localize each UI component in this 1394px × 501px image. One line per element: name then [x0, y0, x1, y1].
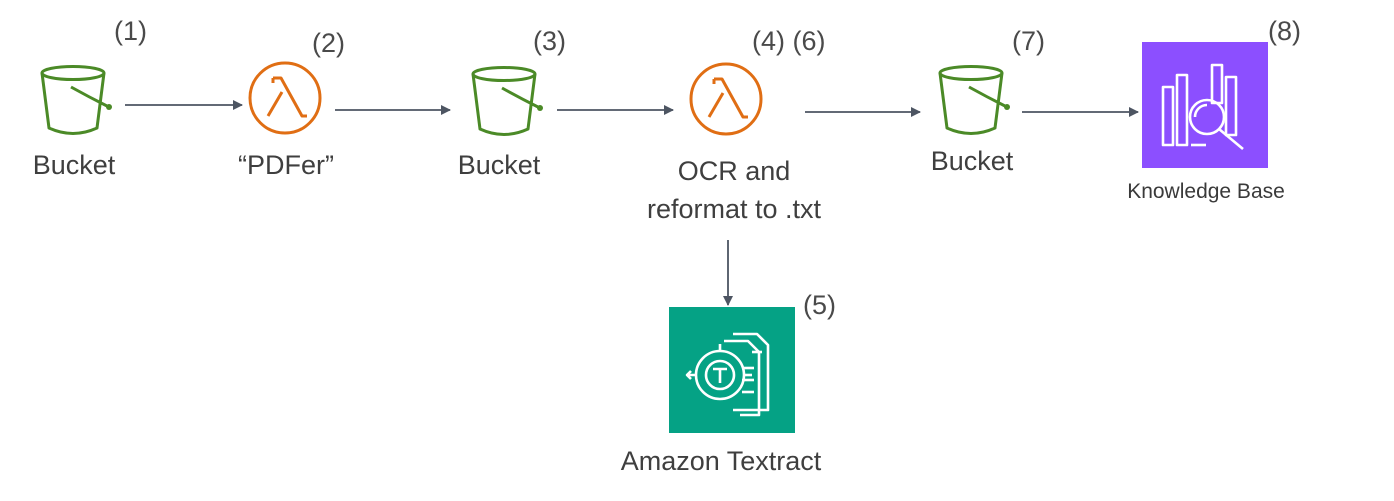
lambda-icon	[248, 61, 322, 135]
step-number: (2)	[312, 28, 345, 58]
step-number: (7)	[1012, 26, 1045, 56]
node-label: Bucket	[930, 146, 1014, 176]
step-number: (1)	[114, 16, 147, 46]
node-label: Amazon Textract	[620, 446, 822, 476]
lambda-icon	[689, 62, 763, 136]
node-label: Bucket	[457, 150, 541, 180]
step-number: (4) (6)	[752, 26, 826, 56]
step-number: (3)	[533, 26, 566, 56]
s3-bucket-icon	[938, 65, 1012, 135]
textract-icon	[669, 307, 795, 433]
node-label: Knowledge Base	[1127, 180, 1285, 203]
node-label-line: reformat to .txt	[646, 194, 822, 224]
node-label: “PDFer”	[238, 150, 334, 180]
step-number: (5)	[803, 290, 836, 320]
node-label: OCR and reformat to .txt	[647, 152, 821, 228]
s3-bucket-icon	[471, 66, 545, 136]
knowledge-base-icon	[1142, 42, 1268, 168]
s3-bucket-icon	[40, 65, 114, 135]
step-number: (8)	[1268, 16, 1301, 46]
node-label-line: OCR and	[677, 156, 791, 186]
node-label: Bucket	[32, 150, 116, 180]
